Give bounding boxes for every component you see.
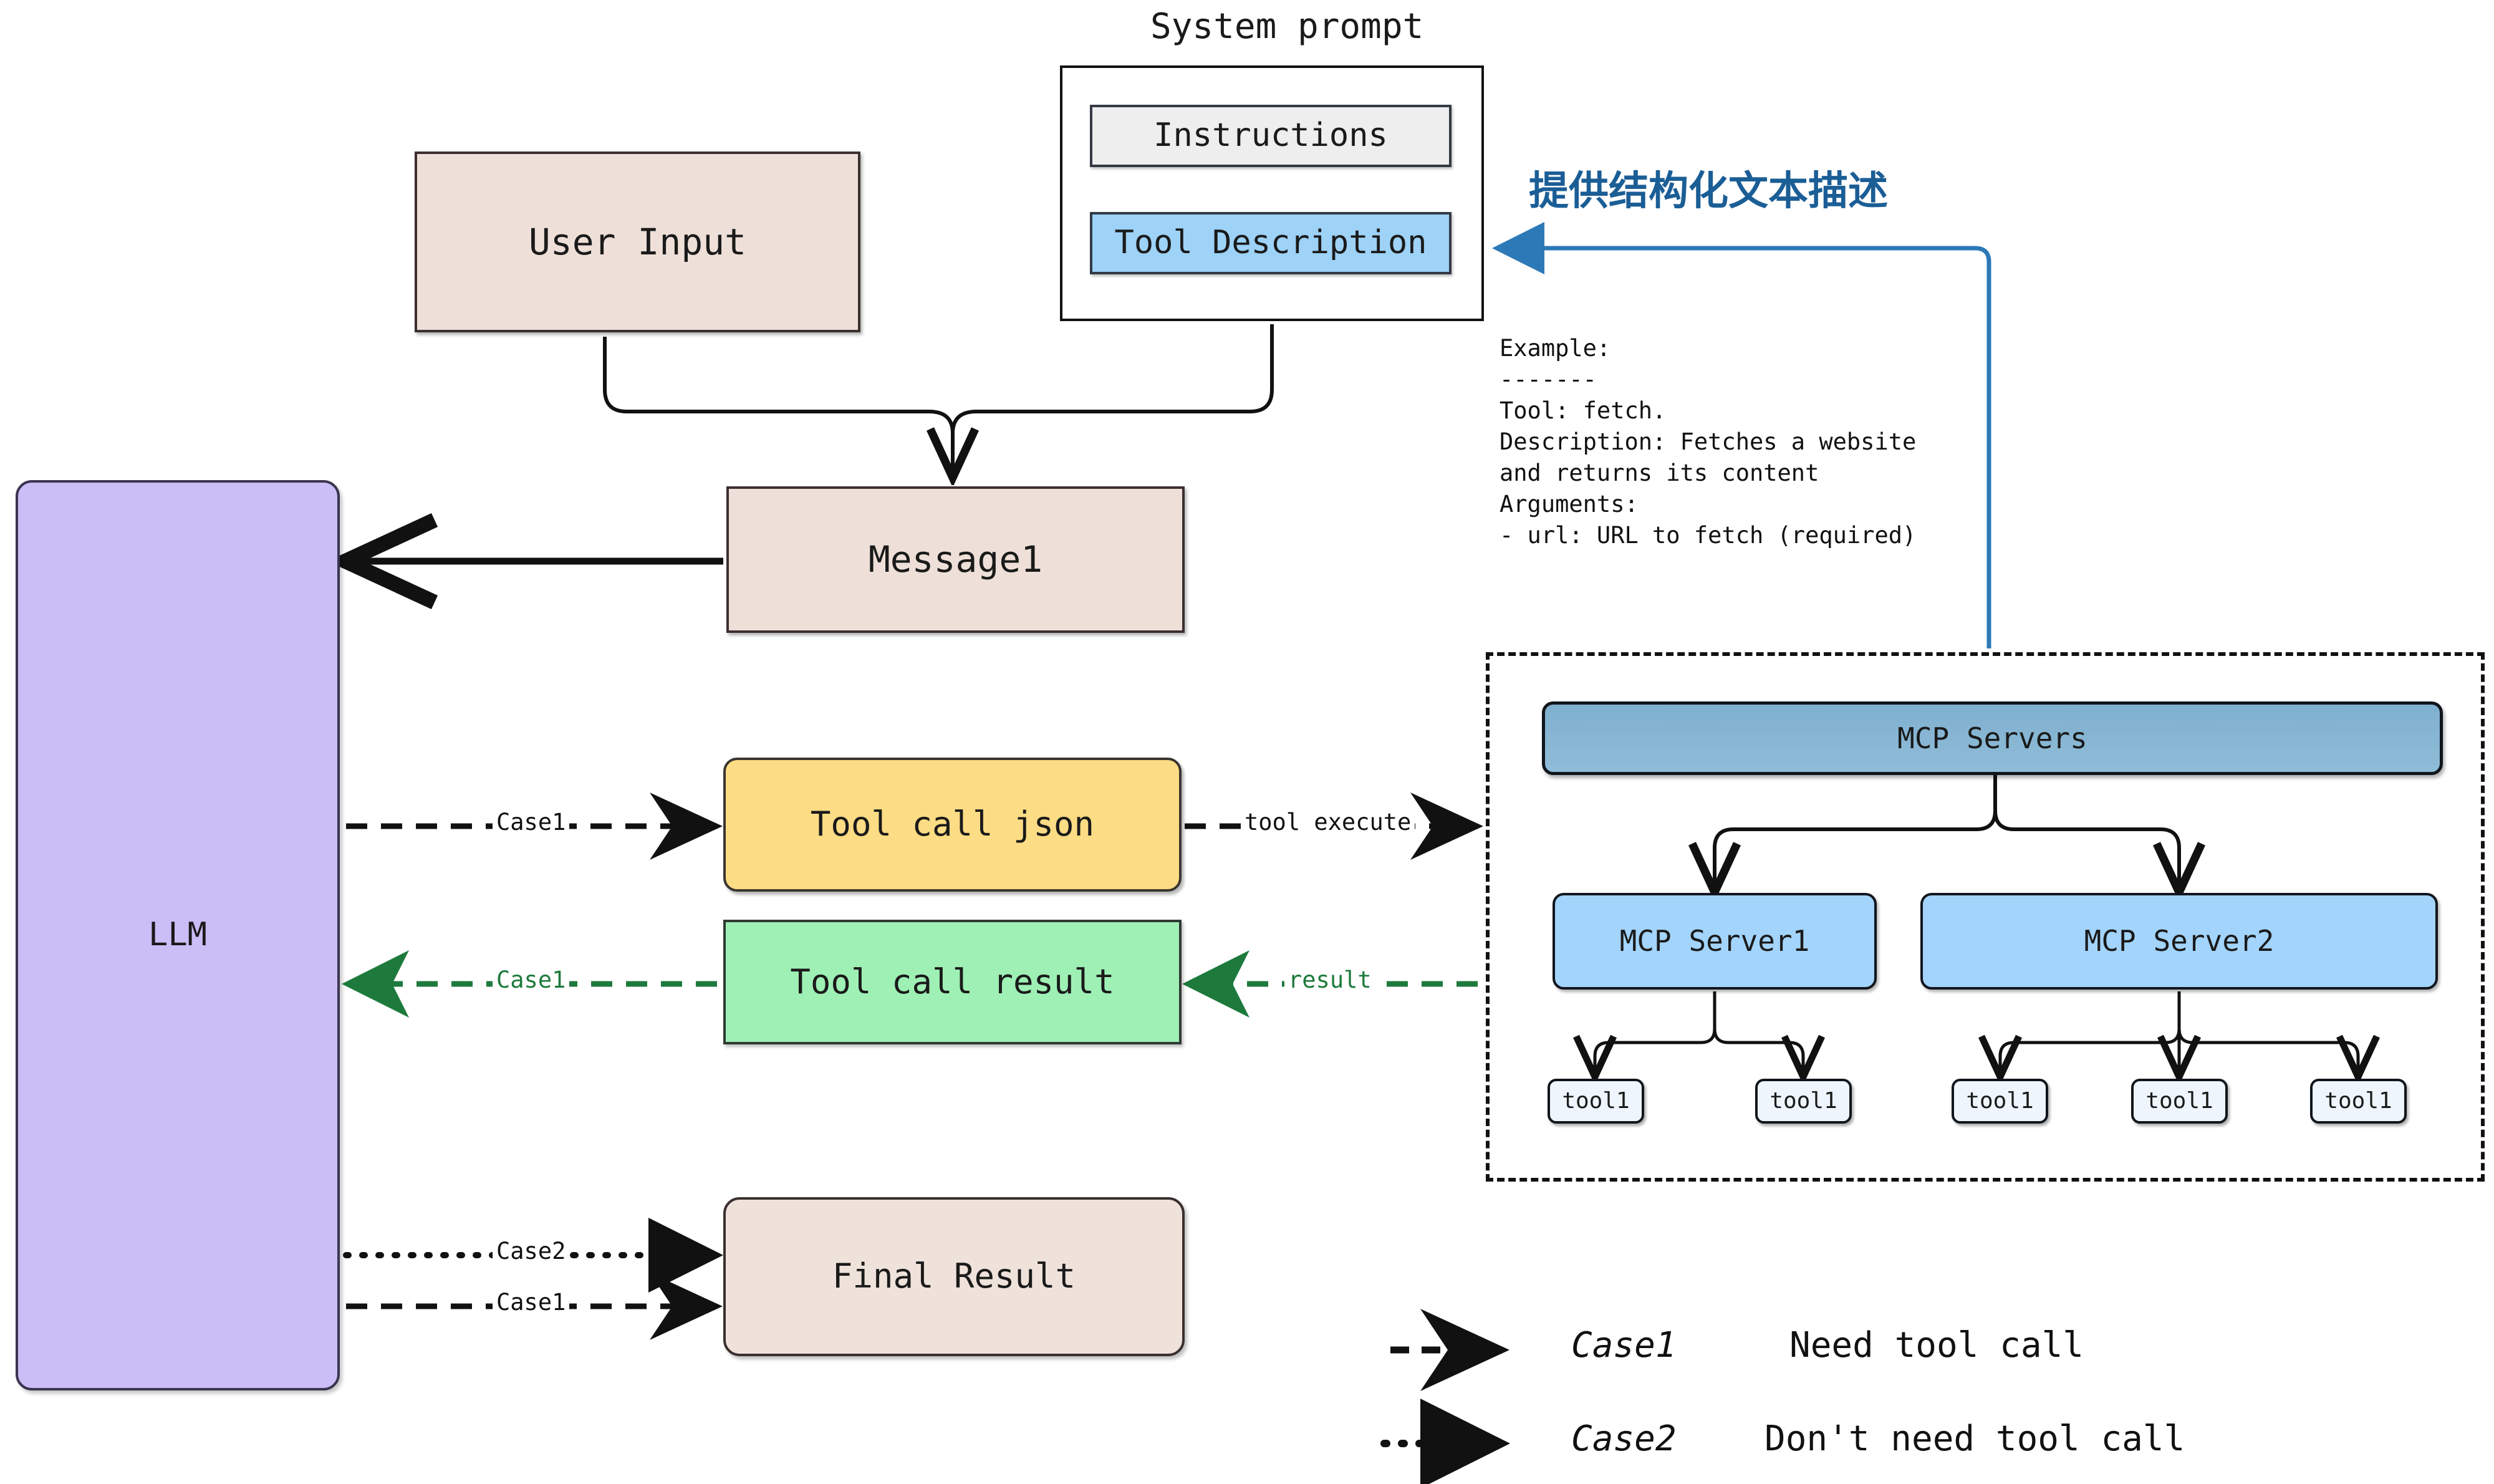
example-line-2: ------- — [1500, 366, 1597, 393]
final-result-node[interactable]: Final Result — [723, 1197, 1185, 1356]
system-prompt-container — [1060, 65, 1484, 321]
example-line-6: Arguments: — [1500, 491, 1639, 518]
edge-label-case2-to-final: Case2 — [493, 1238, 570, 1265]
tool-description-box[interactable]: Tool Description — [1090, 212, 1452, 274]
example-line-4: Description: Fetches a website — [1500, 428, 1917, 455]
example-line-7: - url: URL to fetch (required) — [1500, 522, 1917, 549]
mcp-server1-node[interactable]: MCP Server1 — [1553, 893, 1877, 990]
legend-case1-label: Case1 — [1571, 1325, 1677, 1366]
mcp-server2-node[interactable]: MCP Server2 — [1920, 893, 2438, 990]
edge-label-tool-execute: tool execute — [1241, 809, 1415, 836]
message1-node[interactable]: Message1 — [726, 486, 1185, 633]
instructions-box[interactable]: Instructions — [1090, 105, 1452, 167]
edge-label-result: result — [1284, 966, 1375, 993]
example-line-1: Example: — [1500, 335, 1611, 362]
tool-node-5[interactable]: tool1 — [2310, 1079, 2407, 1124]
mcp-servers-header-node[interactable]: MCP Servers — [1542, 701, 2443, 775]
annotation-structured-text-description: 提供结构化文本描述 — [1529, 168, 1888, 214]
tool-call-result-node[interactable]: Tool call result — [723, 920, 1182, 1044]
example-line-3: Tool: fetch. — [1500, 397, 1667, 424]
mcp-group-container — [1486, 652, 2485, 1182]
legend-case1-description: Need tool call — [1789, 1325, 2084, 1366]
edge-label-case1-to-final: Case1 — [493, 1289, 570, 1316]
system-prompt-heading: System prompt — [1150, 6, 1424, 47]
legend-case2-label: Case2 — [1571, 1419, 1677, 1459]
tool-node-4[interactable]: tool1 — [2131, 1079, 2228, 1124]
user-input-node[interactable]: User Input — [415, 152, 860, 332]
edge-label-case1-from-result: Case1 — [493, 966, 570, 993]
tool-node-3[interactable]: tool1 — [1952, 1079, 2048, 1124]
example-line-5: and returns its content — [1500, 460, 1819, 486]
llm-node[interactable]: LLM — [16, 480, 340, 1390]
legend-case2-description: Don't need tool call — [1765, 1419, 2185, 1459]
tool-node-1[interactable]: tool1 — [1548, 1079, 1644, 1124]
tool-call-json-node[interactable]: Tool call json — [723, 758, 1182, 892]
edge-user-input-to-message1 — [603, 337, 953, 474]
edge-label-case1-to-json: Case1 — [493, 809, 570, 836]
edge-system-prompt-to-message1 — [951, 324, 1274, 474]
tool-node-2[interactable]: tool1 — [1755, 1079, 1852, 1124]
